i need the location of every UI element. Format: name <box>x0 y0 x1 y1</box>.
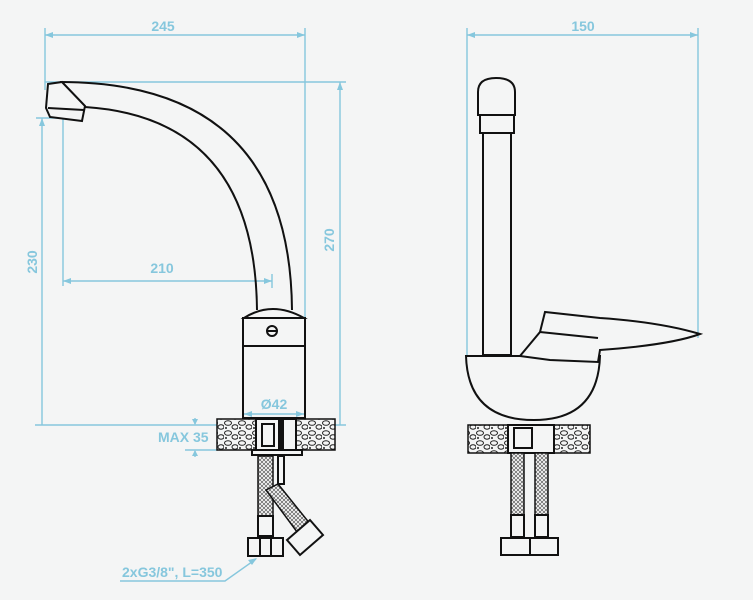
bowl <box>464 355 602 422</box>
dimension-230: 230 <box>24 117 66 425</box>
hose-left <box>257 455 274 517</box>
dimension-max-35-label: MAX 35 <box>158 429 209 445</box>
spout-outer <box>59 81 293 311</box>
dimension-150: 150 <box>466 18 699 360</box>
nut-left <box>247 537 284 557</box>
dimension-270-label: 270 <box>321 228 337 252</box>
spout-inner <box>84 106 258 311</box>
faucet-side-view <box>464 76 704 556</box>
dimension-150-label: 150 <box>571 18 595 34</box>
dimension-diameter: Ø42 <box>244 396 304 417</box>
spout-head <box>477 76 516 116</box>
spout-pipe <box>482 132 512 356</box>
nut-side-left <box>500 537 532 556</box>
nut-right <box>285 518 325 557</box>
dimension-max-35: MAX 35 <box>158 418 218 457</box>
hose-side-left <box>510 452 525 516</box>
faucet-front-view <box>44 80 336 557</box>
hose-side-right <box>534 452 549 516</box>
dimension-210-label: 210 <box>150 260 174 276</box>
dimension-210: 210 <box>62 118 273 288</box>
nut-side-right <box>529 537 559 556</box>
dimension-270: 270 <box>45 81 346 425</box>
dimension-245-label: 245 <box>151 18 175 34</box>
dimension-230-label: 230 <box>24 250 40 274</box>
aerator <box>44 80 87 123</box>
stud <box>277 455 285 485</box>
hose-callout: 2xG3/8", L=350 <box>120 558 257 582</box>
dimension-diameter-label: Ø42 <box>261 396 288 412</box>
hose-callout-label: 2xG3/8", L=350 <box>122 564 223 580</box>
lever-handle <box>518 310 704 364</box>
screw-icon <box>266 325 278 337</box>
body <box>242 345 306 419</box>
